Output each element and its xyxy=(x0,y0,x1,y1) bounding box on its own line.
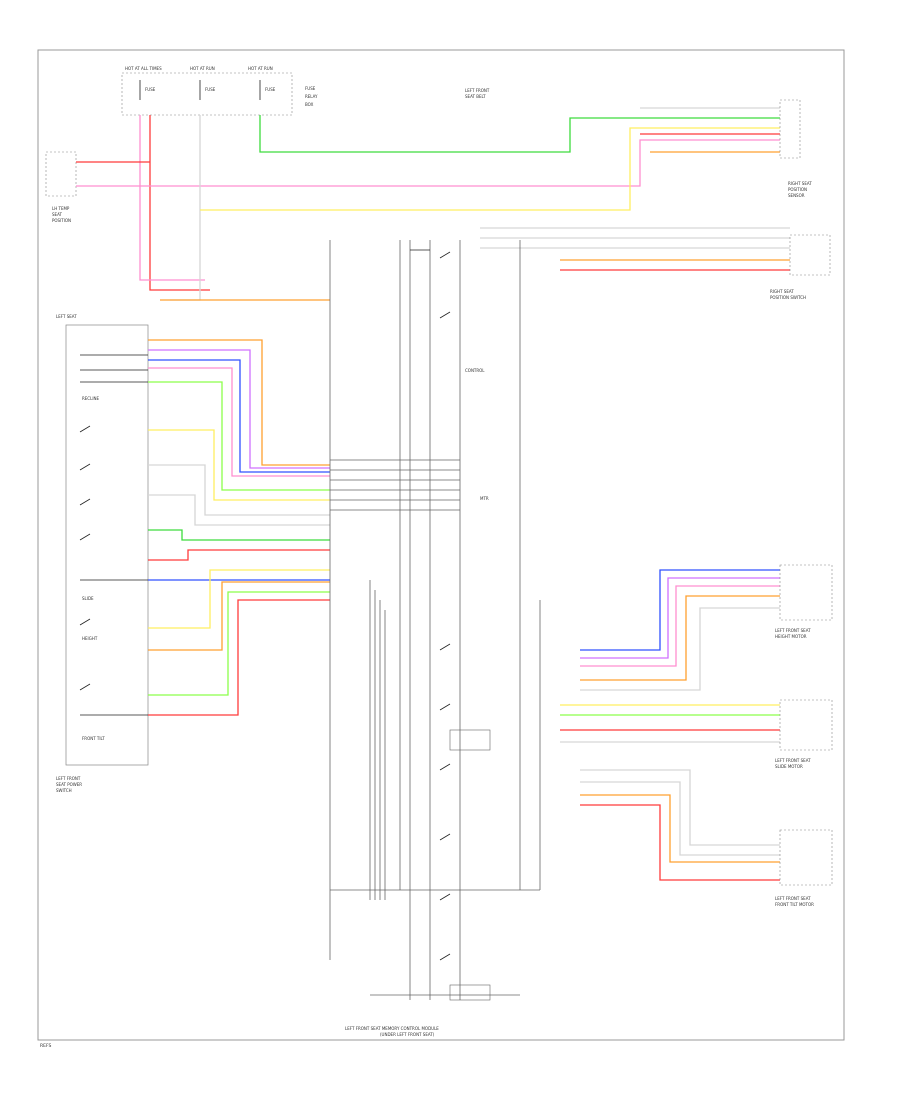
left-switch-block: LEFT SEAT LEFT FRONT SEAT POWER SWITCH R… xyxy=(56,314,149,793)
footer-ref: REFS xyxy=(40,1043,51,1049)
svg-text:BOX: BOX xyxy=(305,102,314,107)
module-label: LEFT FRONT SEAT MEMORY CONTROL MODULE xyxy=(345,1026,439,1031)
svg-text:CONTROL: CONTROL xyxy=(465,368,485,373)
switch-wires xyxy=(148,339,330,716)
svg-text:HOT AT ALL TIMES: HOT AT ALL TIMES xyxy=(125,66,162,71)
left-sensor-label: LH TEMP xyxy=(52,206,70,211)
svg-text:HEIGHT MOTOR: HEIGHT MOTOR xyxy=(775,634,807,639)
svg-text:POSITION SWITCH: POSITION SWITCH xyxy=(770,295,806,300)
svg-text:SEAT: SEAT xyxy=(52,212,62,217)
top-wires xyxy=(76,107,780,301)
switch-label-front-tilt: FRONT TILT xyxy=(82,736,105,741)
svg-text:LEFT FRONT SEAT: LEFT FRONT SEAT xyxy=(775,896,811,901)
svg-text:SEAT POWER: SEAT POWER xyxy=(56,782,82,787)
switch-label-height: HEIGHT xyxy=(82,636,98,641)
svg-text:(UNDER LEFT FRONT SEAT): (UNDER LEFT FRONT SEAT) xyxy=(380,1032,435,1037)
switch-label-slide: SLIDE xyxy=(82,596,94,601)
fuse-label-3: FUSE xyxy=(265,87,276,92)
switch-label-recline: RECLINE xyxy=(82,396,100,401)
fuse-label-1: FUSE xyxy=(145,87,156,92)
svg-text:SEAT BELT: SEAT BELT xyxy=(465,94,486,99)
svg-text:FUSE: FUSE xyxy=(305,86,316,91)
right-top-connector: RIGHT SEAT POSITION SENSOR LEFT FRONT SE… xyxy=(465,88,812,198)
svg-text:LEFT FRONT: LEFT FRONT xyxy=(465,88,490,93)
left-sensor: LH TEMP SEAT POSITION xyxy=(45,151,77,223)
mirror-label: RIGHT SEAT xyxy=(788,181,812,186)
svg-text:LEFT FRONT SEAT: LEFT FRONT SEAT xyxy=(775,758,811,763)
left-switch-label: LEFT FRONT xyxy=(56,776,81,781)
fuse-label-2: FUSE xyxy=(205,87,216,92)
svg-text:HOT AT RUN: HOT AT RUN xyxy=(190,66,215,71)
module-center-label: MTR xyxy=(480,496,489,501)
diagram-frame xyxy=(37,49,845,1041)
svg-text:RELAY: RELAY xyxy=(305,94,318,99)
right-switch-label: RIGHT SEAT xyxy=(770,289,794,294)
svg-text:SLIDE MOTOR: SLIDE MOTOR xyxy=(775,764,803,769)
lower-right-connectors: LEFT FRONT SEAT HEIGHT MOTOR LEFT FRONT … xyxy=(775,564,833,907)
fuse-block: HOT AT ALL TIMES HOT AT RUN HOT AT RUN F… xyxy=(121,66,318,116)
control-module: MTR CONTROL LEFT FRONT SEAT MEMORY CONTR… xyxy=(329,240,541,1037)
svg-text:HOT AT RUN: HOT AT RUN xyxy=(248,66,273,71)
svg-text:SENSOR: SENSOR xyxy=(788,193,805,198)
svg-text:POSITION: POSITION xyxy=(788,187,807,192)
svg-text:POSITION: POSITION xyxy=(52,218,71,223)
svg-text:FRONT TILT MOTOR: FRONT TILT MOTOR xyxy=(775,902,814,907)
right-switch-wires: RIGHT SEAT POSITION SWITCH xyxy=(480,227,831,300)
svg-text:LEFT FRONT SEAT: LEFT FRONT SEAT xyxy=(775,628,811,633)
lower-right-wires xyxy=(560,569,780,881)
svg-text:SWITCH: SWITCH xyxy=(56,788,72,793)
svg-text:LEFT SEAT: LEFT SEAT xyxy=(56,314,77,319)
